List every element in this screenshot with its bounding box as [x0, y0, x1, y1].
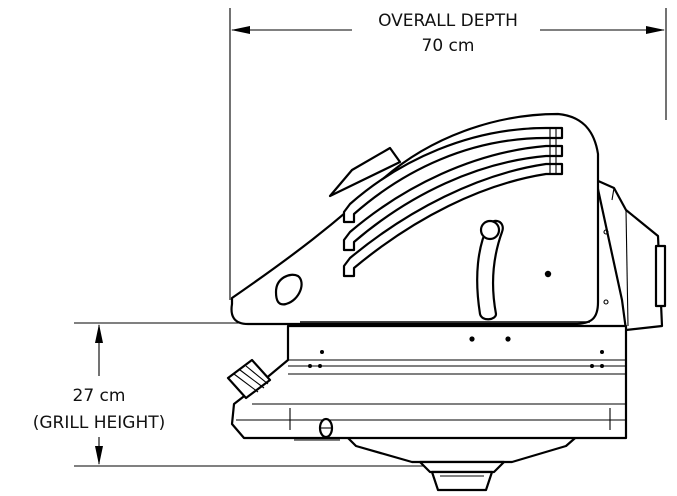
depth-dimension: OVERALL DEPTH 70 cm	[229, 8, 667, 300]
height-arrow-up	[95, 324, 103, 343]
depth-arrow-left	[231, 26, 250, 34]
height-value: 27 cm	[73, 386, 126, 406]
grease-funnel	[294, 430, 584, 492]
control-knob-icon	[226, 358, 272, 400]
grill-illustration	[226, 112, 667, 492]
height-label: (GRILL HEIGHT)	[33, 413, 166, 433]
height-arrow-down	[95, 446, 103, 465]
grill-base	[230, 324, 628, 440]
depth-label: OVERALL DEPTH	[378, 11, 518, 31]
depth-value: 70 cm	[422, 36, 475, 56]
grill-lid	[230, 112, 600, 326]
depth-arrow-right	[646, 26, 665, 34]
rear-hinge-assembly	[594, 178, 667, 332]
